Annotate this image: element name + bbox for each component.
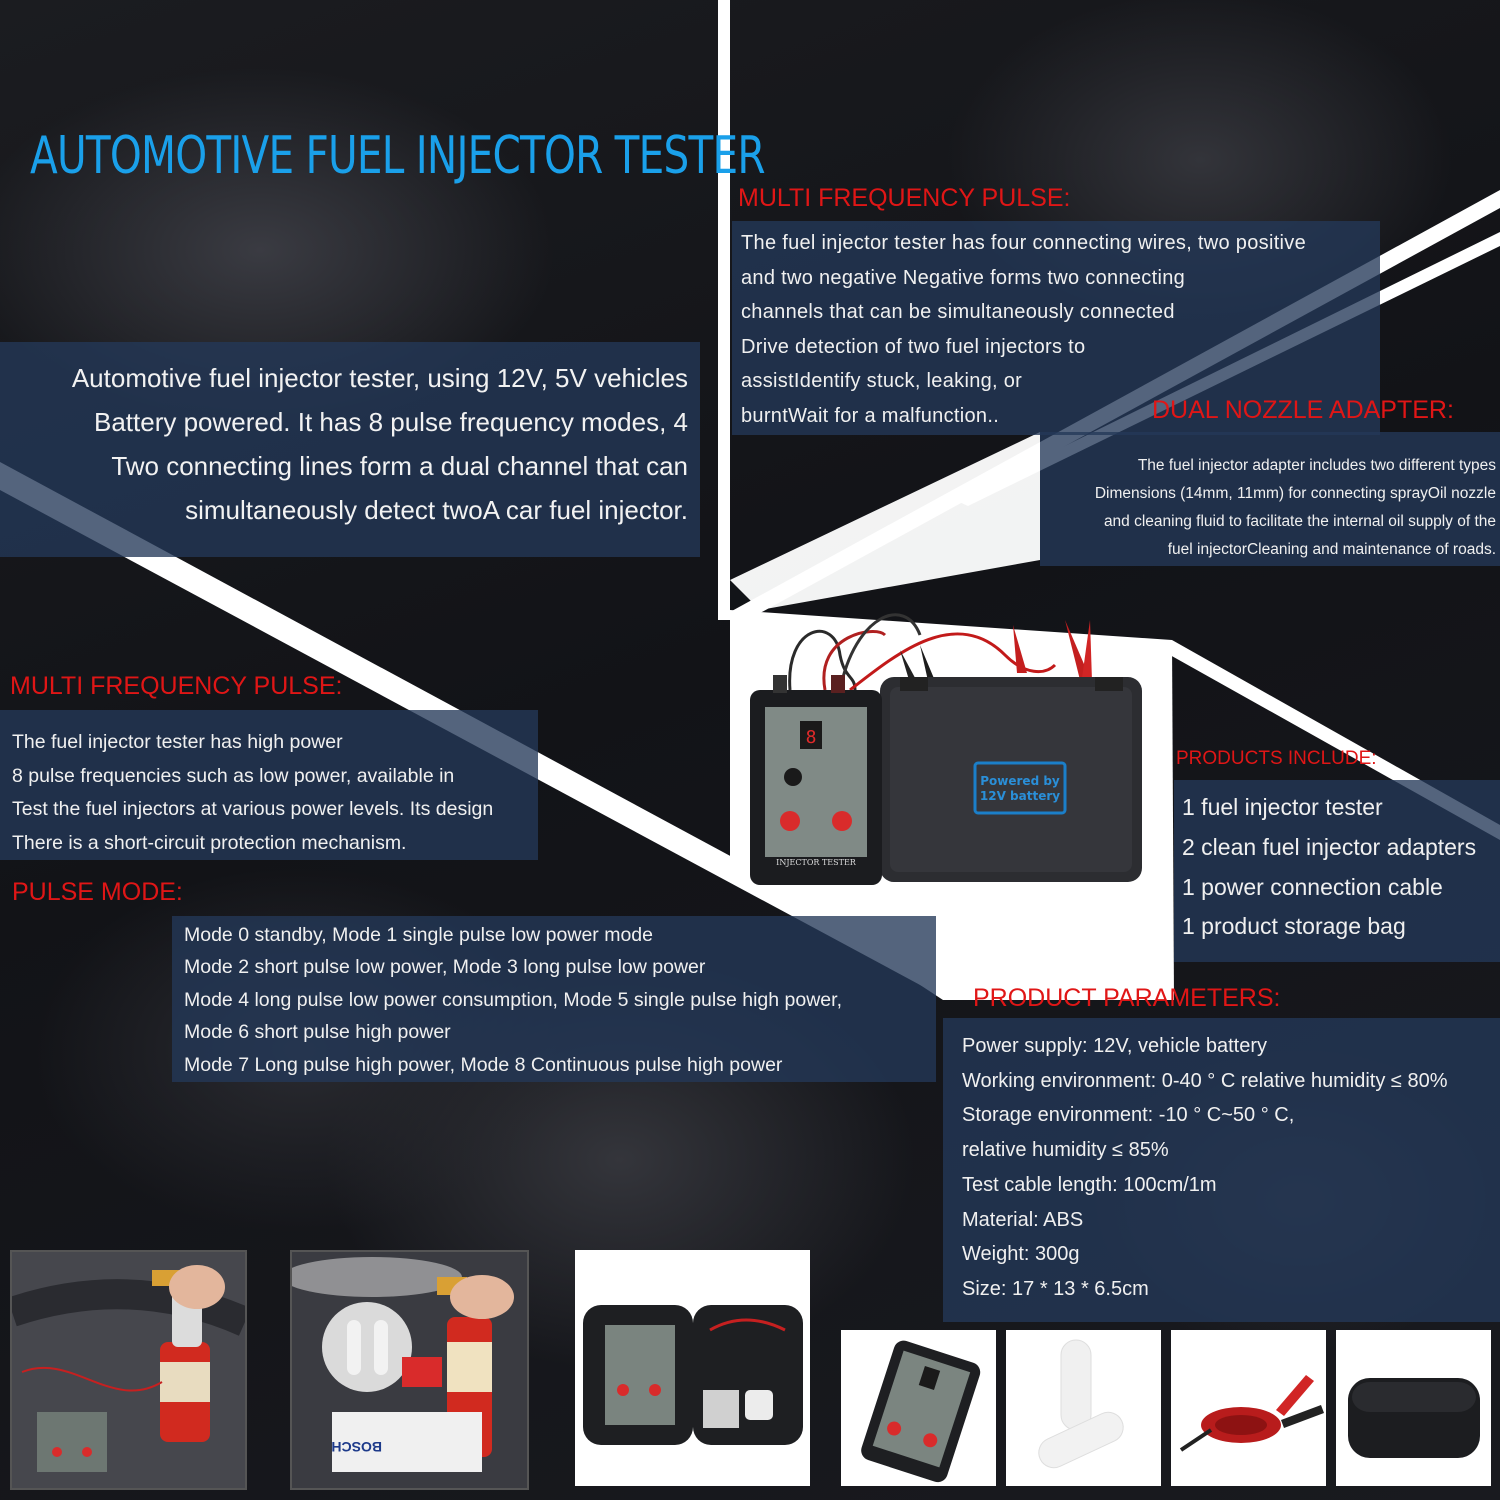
tester-label: INJECTOR TESTER bbox=[776, 858, 857, 867]
engine-bay-photo bbox=[10, 1250, 247, 1490]
text-line: The fuel injector tester has high power bbox=[12, 731, 343, 753]
device-product-image: Powered by 12V battery 8 INJECTOR TESTER bbox=[750, 613, 1142, 885]
pulse-mode-panel: Mode 0 standby, Mode 1 single pulse low … bbox=[172, 916, 936, 1082]
multi-frequency-panel-right: The fuel injector tester has four connec… bbox=[732, 221, 1380, 435]
list-item: 2 clean fuel injector adapters bbox=[1182, 833, 1477, 860]
nozzle-adapters-photo bbox=[1006, 1330, 1161, 1486]
intro-line: Automotive fuel injector tester, using 1… bbox=[71, 363, 688, 393]
multi-frequency-heading-right: MULTI FREQUENCY PULSE: bbox=[738, 184, 1071, 212]
products-include-heading: PRODUCTS INCLUDE: bbox=[1176, 748, 1377, 769]
product-parameters-heading: PRODUCT PARAMETERS: bbox=[973, 984, 1281, 1012]
multi-frequency-heading-left: MULTI FREQUENCY PULSE: bbox=[10, 672, 343, 700]
list-item: 1 fuel injector tester bbox=[1182, 794, 1383, 820]
products-include-panel: 1 fuel injector tester 2 clean fuel inje… bbox=[1174, 780, 1500, 962]
spray-cleaning-photo: BOSCH bbox=[290, 1250, 529, 1490]
dual-nozzle-text: The fuel injector adapter includes two d… bbox=[1036, 452, 1496, 564]
pulse-mode-heading: PULSE MODE: bbox=[12, 878, 183, 906]
text-line: Mode 7 Long pulse high power, Mode 8 Con… bbox=[184, 1053, 783, 1076]
intro-line: Two connecting lines form a dual channel… bbox=[111, 451, 688, 481]
text-line: and two negative Negative forms two conn… bbox=[741, 266, 1186, 289]
product-parameters-panel: Power supply: 12V, vehicle battery Worki… bbox=[943, 1018, 1500, 1322]
multi-frequency-text-left: The fuel injector tester has high power … bbox=[12, 726, 493, 860]
parameter-line: relative humidity ≤ 85% bbox=[962, 1139, 1169, 1162]
intro-text: Automotive fuel injector tester, using 1… bbox=[8, 356, 688, 532]
product-parameters-text: Power supply: 12V, vehicle battery Worki… bbox=[962, 1029, 1447, 1307]
list-item: 1 power connection cable bbox=[1182, 873, 1443, 900]
text-line: Test the fuel injectors at various power… bbox=[12, 798, 494, 820]
intro-line: simultaneously detect twoA car fuel inje… bbox=[185, 495, 688, 525]
parameter-line: Weight: 300g bbox=[962, 1243, 1080, 1266]
svg-text:8: 8 bbox=[806, 727, 817, 748]
text-line: 8 pulse frequencies such as low power, a… bbox=[12, 764, 455, 787]
dual-nozzle-panel: The fuel injector adapter includes two d… bbox=[1040, 432, 1500, 566]
text-line: channels that can be simultaneously conn… bbox=[741, 301, 1175, 324]
text-line: There is a short-circuit protection mech… bbox=[12, 831, 407, 854]
multi-frequency-panel-left: The fuel injector tester has high power … bbox=[0, 710, 538, 860]
intro-line: Battery powered. It has 8 pulse frequenc… bbox=[93, 407, 688, 437]
storage-bag-photo bbox=[1336, 1330, 1491, 1486]
text-line: Drive detection of two fuel injectors to bbox=[741, 335, 1086, 358]
text-line: Mode 2 short pulse low power, Mode 3 lon… bbox=[184, 956, 706, 979]
battery-label-1: Powered by bbox=[980, 774, 1060, 788]
parameter-line: Working environment: 0-40 ° C relative h… bbox=[962, 1069, 1448, 1092]
list-item: 1 product storage bag bbox=[1182, 913, 1406, 940]
text-line: assistIdentify stuck, leaking, or bbox=[741, 370, 1023, 393]
text-line: Mode 6 short pulse high power bbox=[184, 1021, 451, 1044]
pulse-mode-text: Mode 0 standby, Mode 1 single pulse low … bbox=[184, 919, 842, 1081]
dual-nozzle-heading: DUAL NOZZLE ADAPTER: bbox=[1152, 396, 1454, 424]
power-cable-photo bbox=[1171, 1330, 1326, 1486]
parameter-line: Power supply: 12V, vehicle battery bbox=[962, 1035, 1267, 1057]
multi-frequency-text-right: The fuel injector tester has four connec… bbox=[741, 226, 1306, 434]
parameter-line: Storage environment: -10 ° C~50 ° C, bbox=[962, 1104, 1295, 1127]
text-line: burntWait for a malfunction.. bbox=[741, 404, 1000, 427]
text-line: The fuel injector adapter includes two d… bbox=[1137, 457, 1496, 474]
text-line: The fuel injector tester has four connec… bbox=[741, 232, 1307, 254]
parameter-line: Size: 17 * 13 * 6.5cm bbox=[962, 1277, 1149, 1300]
parameter-line: Test cable length: 100cm/1m bbox=[962, 1173, 1217, 1196]
storage-case-photo bbox=[575, 1250, 810, 1486]
intro-panel: Automotive fuel injector tester, using 1… bbox=[0, 342, 700, 557]
text-line: Mode 0 standby, Mode 1 single pulse low … bbox=[184, 924, 653, 946]
parameter-line: Material: ABS bbox=[962, 1208, 1084, 1231]
text-line: fuel injectorCleaning and maintenance of… bbox=[1167, 541, 1496, 558]
page-title: AUTOMOTIVE FUEL INJECTOR TESTER bbox=[30, 126, 766, 186]
can-brand-label: BOSCH bbox=[331, 1439, 382, 1455]
tester-unit-photo bbox=[841, 1330, 996, 1486]
text-line: and cleaning fluid to facilitate the int… bbox=[1103, 513, 1496, 530]
text-line: Mode 4 long pulse low power consumption,… bbox=[184, 988, 842, 1011]
text-line: Dimensions (14mm, 11mm) for connecting s… bbox=[1094, 485, 1496, 502]
battery-label-2: 12V battery bbox=[980, 789, 1060, 803]
products-include-text: 1 fuel injector tester 2 clean fuel inje… bbox=[1182, 788, 1476, 947]
